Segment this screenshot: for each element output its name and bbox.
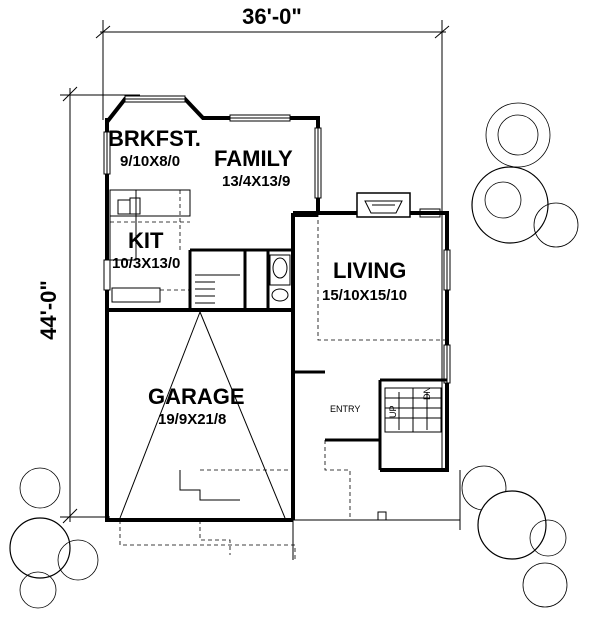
width-label: 36'-0" (242, 4, 302, 29)
kitchen-size: 10/3X13/0 (112, 255, 180, 272)
shrub-bottom-left (9, 467, 99, 609)
living-label: LIVING (333, 258, 406, 283)
fireplace (356, 192, 441, 218)
windows (103, 95, 451, 384)
family-label: FAMILY (214, 146, 293, 171)
stair-up-label: UP (388, 405, 398, 418)
garage-size: 19/9X21/8 (158, 411, 226, 428)
kitchen-label: KIT (128, 228, 164, 253)
depth-dimension-line (60, 86, 140, 524)
shrub-bottom-right (461, 465, 568, 608)
rear-stair (195, 274, 240, 304)
width-dimension-line (95, 20, 450, 470)
family-size: 13/4X13/9 (222, 173, 290, 190)
living-size: 15/10X15/10 (322, 287, 407, 304)
interior-walls (188, 248, 447, 470)
front-stair (384, 387, 442, 433)
breakfast-label: BRKFST. (108, 126, 201, 151)
stair-down-label: DN (422, 387, 432, 400)
entry-label: ENTRY (330, 404, 360, 414)
powder-room-fixtures (269, 254, 291, 302)
kitchen-counters (109, 189, 191, 303)
porch (292, 470, 461, 560)
garage-label: GARAGE (148, 384, 245, 409)
depth-label: 44'-0" (36, 280, 61, 340)
garage-car-outline (119, 311, 286, 519)
breakfast-size: 9/10X8/0 (120, 153, 180, 170)
shrub-top-right (471, 102, 579, 248)
